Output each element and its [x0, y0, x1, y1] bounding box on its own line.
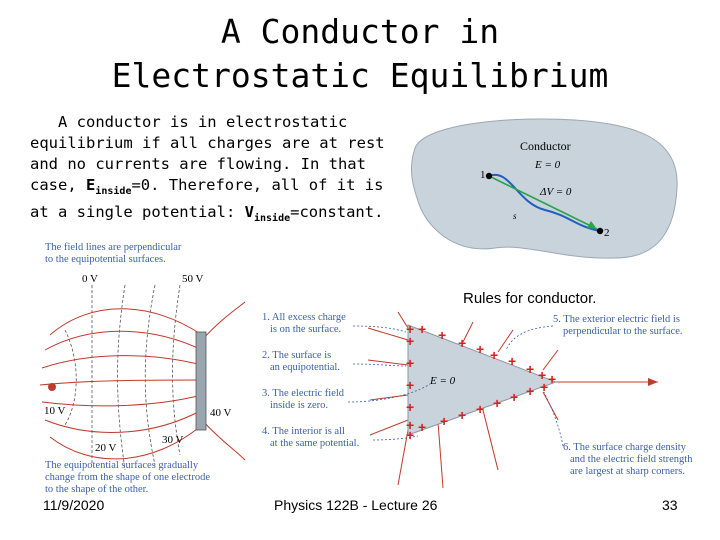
- intro-line-2: equilibrium if all charges are at rest: [30, 134, 385, 152]
- electrode-plate: [195, 331, 207, 431]
- svg-text:+: +: [406, 377, 414, 393]
- rule-2-b: an equipotential.: [270, 362, 340, 373]
- svg-text:+: +: [538, 367, 546, 383]
- svg-text:+: +: [406, 333, 414, 349]
- intro-text: A conductor is in electrostatic equilibr…: [30, 112, 390, 229]
- label-50v: 50 V: [182, 273, 204, 285]
- rule-5-a: 5. The exterior electric field is: [553, 314, 680, 325]
- field-arrow-right: [648, 378, 658, 386]
- footer-course: Physics 122B - Lecture 26: [274, 497, 438, 513]
- slide-title: A Conductor in Electrostatic Equilibrium: [0, 10, 720, 98]
- intro-line-4: case, Einside=0. Therefore, all of it is: [30, 176, 384, 198]
- rule-1-b: is on the surface.: [270, 324, 341, 335]
- field-caption-top-2: to the equipotential surfaces.: [45, 254, 166, 265]
- field-caption-top-1: The field lines are perpendicular: [45, 242, 182, 253]
- conductor-blob: [411, 118, 678, 259]
- field-lines-figure: The field lines are perpendicular to the…: [39, 242, 246, 495]
- conductor-path-s: [488, 173, 601, 232]
- svg-text:+: +: [526, 383, 534, 399]
- svg-text:+: +: [508, 353, 516, 369]
- rule-6-c: are largest at sharp corners.: [570, 466, 685, 477]
- label-20v: 20 V: [95, 442, 117, 454]
- svg-text:+: +: [438, 327, 446, 343]
- rule-2-a: 2. The surface is: [262, 350, 331, 361]
- svg-text:+: +: [418, 419, 426, 435]
- point-2: [596, 227, 604, 235]
- label-30v: 30 V: [162, 434, 184, 446]
- label-0v: 0 V: [82, 273, 98, 285]
- path-s-label: s: [513, 211, 517, 221]
- svg-text:+: +: [476, 341, 484, 357]
- rules-figure: 1. All excess charge is on the surface. …: [262, 311, 693, 489]
- rule-3-a: 3. The electric field: [262, 388, 345, 399]
- rule-4-b: at the same potential.: [270, 438, 359, 449]
- point-1-label: 1: [480, 169, 486, 181]
- rule-6-a: 6. The surface charge density: [563, 442, 687, 453]
- rule-1-a: 1. All excess charge: [262, 312, 346, 323]
- conductor-e-label: E = 0: [534, 159, 561, 171]
- intro-line-3: and no currents are flowing. In that: [30, 155, 366, 173]
- conductor-title: Conductor: [520, 139, 571, 153]
- triangle-conductor: [407, 324, 558, 436]
- rule-6-b: and the electric field strength: [570, 454, 693, 465]
- footer-date: 11/9/2020: [43, 497, 105, 513]
- conductor-displacement-arrow: [488, 175, 598, 230]
- surface-charges: ++ + + + + ++ + + + + + + + ++ + + + + +…: [406, 321, 556, 443]
- svg-text:+: +: [476, 401, 484, 417]
- svg-text:+: +: [406, 427, 414, 443]
- rules-e-zero: E = 0: [429, 375, 456, 387]
- title-line-1: A Conductor in: [220, 12, 500, 51]
- footer-page-number: 33: [662, 497, 678, 513]
- svg-text:+: +: [540, 379, 548, 395]
- rule-4-a: 4. The interior is all: [262, 426, 345, 437]
- point-charge: [48, 383, 56, 391]
- field-caption-bottom-3: to the shape of the other.: [45, 484, 148, 495]
- svg-text:+: +: [406, 417, 414, 433]
- svg-text:+: +: [406, 399, 414, 415]
- svg-text:+: +: [510, 389, 518, 405]
- pointer-lines: [347, 325, 564, 447]
- rules-label: Rules for conductor.: [463, 290, 597, 307]
- label-40v: 40 V: [210, 407, 232, 419]
- svg-text:+: +: [526, 361, 534, 377]
- svg-text:+: +: [406, 355, 414, 371]
- point-2-label: 2: [604, 227, 610, 239]
- equipotential-lines: [64, 284, 181, 471]
- conductor-dv-label: ΔV = 0: [539, 186, 572, 198]
- svg-text:+: +: [490, 347, 498, 363]
- conductor-figure: Conductor E = 0 ΔV = 0 1 2 s: [411, 118, 678, 259]
- rule-3-b: inside is zero.: [270, 400, 328, 411]
- exterior-field-lines: [367, 311, 658, 489]
- svg-text:+: +: [458, 407, 466, 423]
- field-line-group: [39, 301, 246, 461]
- conductor-arrow-head: [587, 221, 597, 229]
- point-1: [485, 172, 493, 180]
- title-line-2: Electrostatic Equilibrium: [111, 56, 609, 95]
- field-caption-bottom-2: change from the shape of one electrode: [45, 472, 210, 483]
- svg-text:+: +: [458, 335, 466, 351]
- svg-text:+: +: [440, 413, 448, 429]
- label-10v: 10 V: [44, 405, 66, 417]
- svg-text:+: +: [548, 371, 556, 387]
- svg-text:+: +: [418, 321, 426, 337]
- field-caption-bottom-1: The equipotential surfaces gradually: [45, 460, 199, 471]
- rule-5-b: perpendicular to the surface.: [563, 326, 683, 337]
- intro-line-5: at a single potential: Vinside=constant.: [30, 203, 384, 225]
- svg-text:+: +: [406, 321, 414, 337]
- intro-line-1: A conductor is in electrostatic: [58, 113, 348, 131]
- svg-text:+: +: [493, 395, 501, 411]
